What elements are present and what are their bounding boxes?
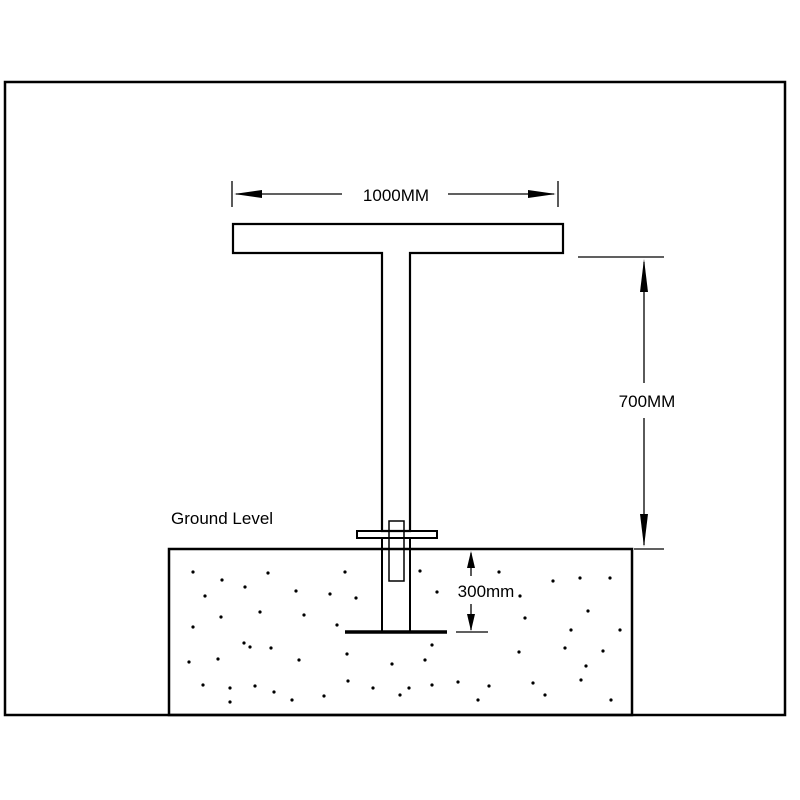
concrete-speckle [430, 643, 434, 647]
concrete-speckle [220, 578, 224, 582]
width-label: 1000MM [363, 186, 429, 205]
concrete-speckle [302, 613, 306, 617]
ground-level-label: Ground Level [171, 509, 273, 528]
concrete-speckle [390, 662, 394, 666]
concrete-speckle [219, 615, 223, 619]
concrete-speckle [618, 628, 622, 632]
concrete-speckle [345, 652, 349, 656]
depth-dimension [456, 551, 488, 633]
concrete-speckle [418, 569, 422, 573]
concrete-speckle [579, 678, 583, 682]
width-dimension [231, 181, 559, 207]
concrete-speckle [578, 576, 582, 580]
concrete-speckle [242, 641, 246, 645]
concrete-speckle [423, 658, 427, 662]
concrete-speckle [216, 657, 220, 661]
concrete-speckle [563, 646, 567, 650]
concrete-speckle [487, 684, 491, 688]
concrete-speckle [531, 681, 535, 685]
concrete-speckle [322, 694, 326, 698]
concrete-speckle [551, 579, 555, 583]
concrete-speckle [476, 698, 480, 702]
concrete-speckle [228, 686, 232, 690]
concrete-speckle [266, 571, 270, 575]
concrete-speckle [201, 683, 205, 687]
height-dimension [578, 256, 664, 550]
concrete-speckle [187, 660, 191, 664]
concrete-speckle [269, 646, 273, 650]
bollard-t-profile [231, 222, 565, 533]
concrete-speckle [243, 585, 247, 589]
concrete-speckle [601, 649, 605, 653]
concrete-speckle [335, 623, 339, 627]
concrete-speckle [407, 686, 411, 690]
concrete-speckle [346, 679, 350, 683]
concrete-speckle [398, 693, 402, 697]
concrete-speckle [290, 698, 294, 702]
concrete-speckle [435, 590, 439, 594]
concrete-speckle [586, 609, 590, 613]
concrete-speckle [248, 645, 252, 649]
concrete-speckle [569, 628, 573, 632]
concrete-speckle [497, 570, 501, 574]
concrete-speckle [297, 658, 301, 662]
anchor-bolt [388, 520, 405, 582]
concrete-speckle [228, 700, 232, 704]
concrete-speckle [343, 570, 347, 574]
concrete-speckle [430, 683, 434, 687]
concrete-foundation [167, 547, 634, 717]
concrete-speckle [518, 594, 522, 598]
concrete-speckle [608, 576, 612, 580]
concrete-speckle [203, 594, 207, 598]
concrete-speckle [517, 650, 521, 654]
concrete-speckle [191, 570, 195, 574]
concrete-speckle [371, 686, 375, 690]
concrete-speckle [253, 684, 257, 688]
depth-label: 300mm [458, 582, 515, 601]
concrete-speckle [456, 680, 460, 684]
concrete-speckle [523, 616, 527, 620]
concrete-speckle [354, 596, 358, 600]
concrete-speckle [294, 589, 298, 593]
concrete-speckles [187, 569, 622, 704]
concrete-speckle [609, 698, 613, 702]
concrete-speckle [272, 690, 276, 694]
concrete-speckle [191, 625, 195, 629]
concrete-speckle [543, 693, 547, 697]
concrete-speckle [328, 592, 332, 596]
height-label: 700MM [619, 392, 676, 411]
concrete-speckle [584, 664, 588, 668]
concrete-speckle [258, 610, 262, 614]
